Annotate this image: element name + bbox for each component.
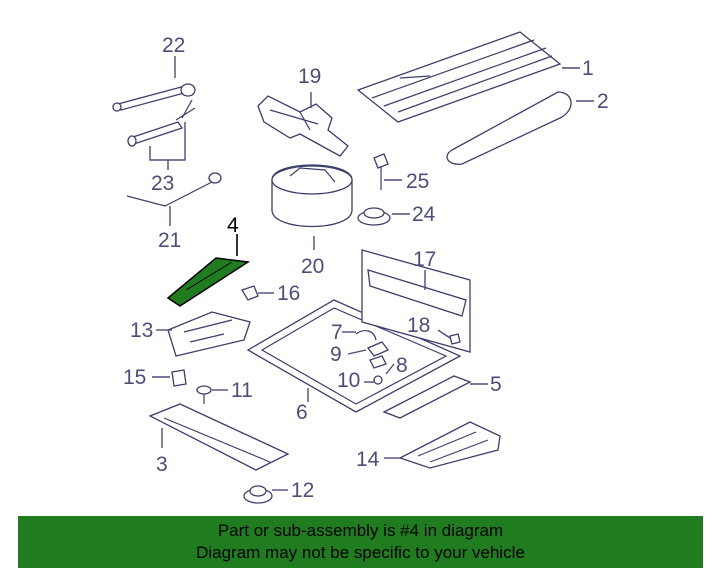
leader-8 <box>385 363 395 375</box>
banner-line-2: Diagram may not be specific to your vehi… <box>196 543 525 562</box>
callout-14: 14 <box>356 448 380 471</box>
callout-11: 11 <box>231 379 253 402</box>
part-6-floor-mat <box>246 299 462 413</box>
callout-12: 12 <box>291 479 314 502</box>
leader-18 <box>437 329 451 339</box>
part-5-rail <box>382 375 472 419</box>
banner-line-1: Part or sub-assembly is #4 in diagram <box>217 521 504 540</box>
callout-4: 4 <box>227 214 239 237</box>
callout-9: 9 <box>330 343 342 366</box>
part-22-lug-wrench <box>112 83 196 112</box>
callout-22: 22 <box>162 34 185 57</box>
leader-9 <box>347 349 367 355</box>
callout-20: 20 <box>301 255 324 278</box>
callout-5: 5 <box>490 373 502 396</box>
parts-diagram: 22 23 21 19 20 1 2 <box>112 31 609 504</box>
part-13-side-tray <box>167 311 251 357</box>
part-11-fastener <box>196 385 212 404</box>
part-1-tonneau-cover <box>356 31 562 123</box>
callout-8: 8 <box>396 354 408 377</box>
part-4-trim-panel-highlighted <box>166 257 251 307</box>
part-19-jack <box>257 95 349 157</box>
callout-13: 13 <box>130 319 153 342</box>
part-16-clip <box>241 285 259 301</box>
callout-3: 3 <box>156 453 168 476</box>
part-24-plug <box>357 207 391 226</box>
callout-7: 7 <box>331 321 343 344</box>
part-9-cover <box>366 341 390 357</box>
part-23-tool-set <box>127 99 196 147</box>
callout-1: 1 <box>582 57 594 80</box>
part-2-cover-panel <box>446 91 572 165</box>
callout-2: 2 <box>597 90 609 113</box>
callout-15: 15 <box>123 366 146 389</box>
part-15-clip <box>171 369 187 387</box>
callout-21: 21 <box>158 229 181 252</box>
part-18-clip <box>449 333 461 345</box>
part-8-screw <box>369 355 387 369</box>
part-3-sill-plate <box>148 403 290 471</box>
part-20-foam-tray <box>271 164 353 228</box>
part-12-grommet <box>243 485 273 504</box>
part-10-fastener <box>373 375 383 385</box>
callout-6: 6 <box>296 401 308 424</box>
callout-16: 16 <box>277 282 300 305</box>
callout-25: 25 <box>406 170 429 193</box>
callout-18: 18 <box>407 314 430 337</box>
leader-23 <box>149 122 186 170</box>
callout-24: 24 <box>412 203 436 226</box>
part-7-bracket <box>355 330 377 341</box>
part-25-bolt <box>373 153 389 190</box>
callout-17: 17 <box>413 248 436 271</box>
part-14-tray <box>398 421 501 469</box>
part-21-tow-hook <box>126 172 222 207</box>
info-banner: Part or sub-assembly is #4 in diagram Di… <box>18 516 703 568</box>
callout-10: 10 <box>337 369 360 392</box>
callout-23: 23 <box>151 172 174 195</box>
part-17-rear-panel <box>361 249 471 353</box>
callout-19: 19 <box>298 65 321 88</box>
